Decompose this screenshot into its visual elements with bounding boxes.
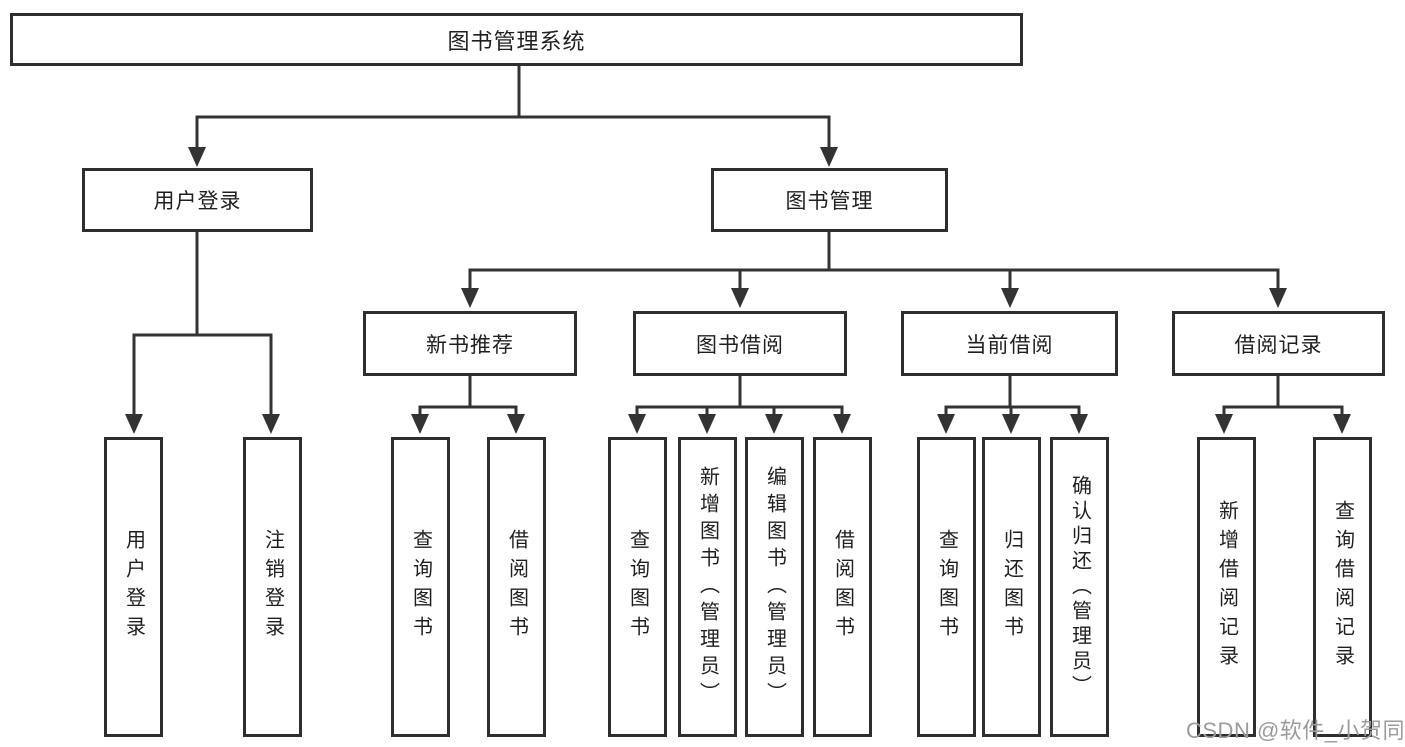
node-new-book-recommend: 新书推荐 xyxy=(363,311,577,376)
leaf-user-login: 用户登录 xyxy=(104,437,163,737)
leaf-cb-query-books: 查询图书 xyxy=(917,437,976,737)
leaf-cb-return-books: 归还图书 xyxy=(982,437,1041,737)
csdn-watermark: CSDN @软件_小贺同学 xyxy=(1186,718,1405,743)
leaf-br-add-borrow-record: 新增借阅记录 xyxy=(1197,437,1256,737)
leaf-br-query-borrow-record: 查询借阅记录 xyxy=(1313,437,1372,737)
leaf-bb-add-book-admin: 新增图书（管理员） xyxy=(678,437,737,737)
node-user-login: 用户登录 xyxy=(82,168,313,232)
node-book-management: 图书管理 xyxy=(711,168,948,232)
node-book-borrowing: 图书借阅 xyxy=(633,311,847,376)
node-library-management-system: 图书管理系统 xyxy=(10,13,1023,66)
leaf-bb-borrow-books: 借阅图书 xyxy=(813,437,872,737)
node-current-borrowing: 当前借阅 xyxy=(901,311,1118,376)
leaf-bb-edit-book-admin: 编辑图书（管理员） xyxy=(745,437,804,737)
node-borrow-records: 借阅记录 xyxy=(1172,311,1385,376)
leaf-nbr-borrow-books: 借阅图书 xyxy=(487,437,546,737)
leaf-nbr-query-books: 查询图书 xyxy=(391,437,450,737)
leaf-bb-query-books: 查询图书 xyxy=(608,437,667,737)
leaf-cb-confirm-return-admin: 确认归还（管理员） xyxy=(1050,437,1109,737)
leaf-logout-login: 注销登录 xyxy=(243,437,302,737)
